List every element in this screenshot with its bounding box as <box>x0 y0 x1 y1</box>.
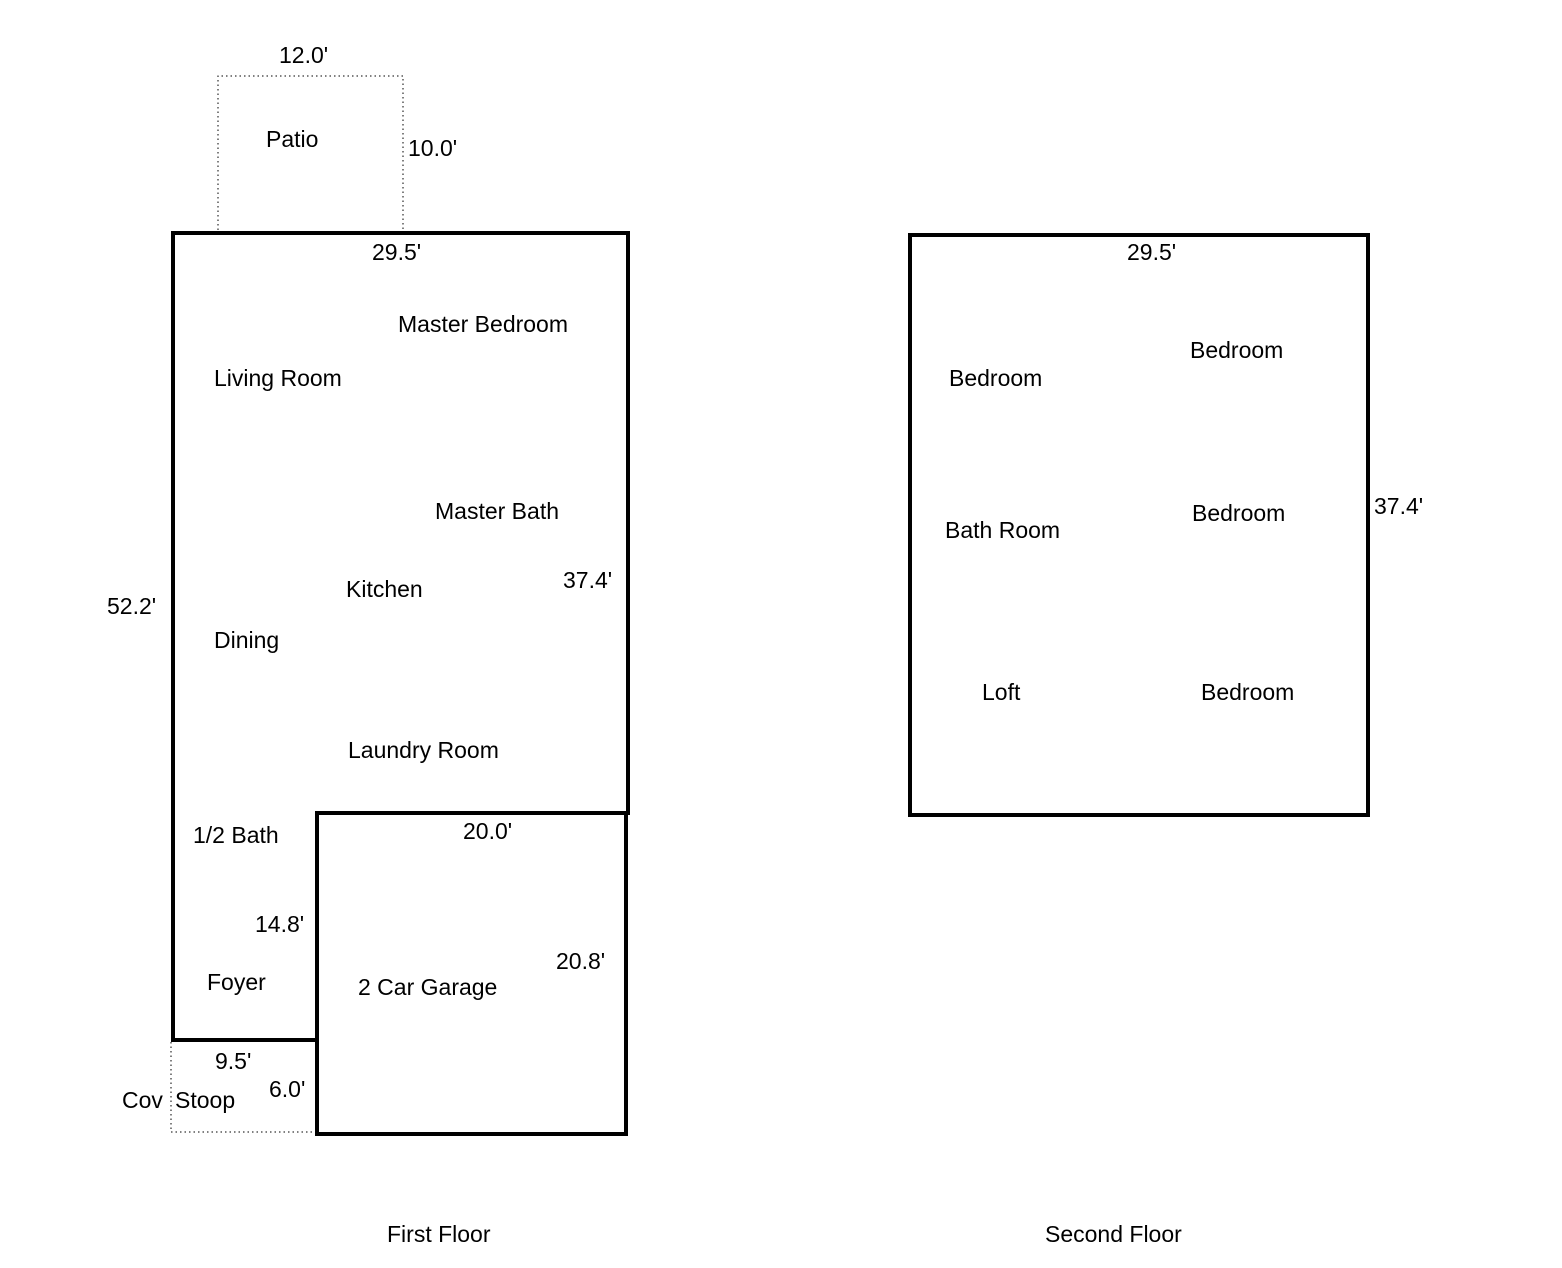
room-bedroom-right-bottom: Bedroom <box>1201 679 1294 705</box>
patio-outline <box>217 75 404 230</box>
room-half-bath: 1/2 Bath <box>193 822 279 848</box>
room-master-bath: Master Bath <box>435 498 559 524</box>
stoop-depth-label: 6.0' <box>269 1076 305 1102</box>
room-dining: Dining <box>214 627 279 653</box>
room-garage: 2 Car Garage <box>358 974 497 1000</box>
second-floor-height-label: 37.4' <box>1374 493 1423 519</box>
room-foyer: Foyer <box>207 969 266 995</box>
second-floor: 29.5' 37.4' Bedroom Bedroom Bath Room Be… <box>908 233 1423 1247</box>
room-bedroom-right-top: Bedroom <box>1190 337 1283 363</box>
stoop-label-stoop: Stoop <box>175 1087 235 1113</box>
garage-width-label: 20.0' <box>463 818 512 844</box>
room-bedroom-right-mid: Bedroom <box>1192 500 1285 526</box>
garage-wall <box>315 811 628 1136</box>
room-bath-room: Bath Room <box>945 517 1060 543</box>
first-floor-height-label: 52.2' <box>107 593 156 619</box>
first-floor-right-height-label: 37.4' <box>563 567 612 593</box>
room-living-room: Living Room <box>214 365 342 391</box>
first-floor: 12.0' Patio 10.0' 29.5' 52.2' 37.4' Mast… <box>107 42 630 1247</box>
room-kitchen: Kitchen <box>346 576 423 602</box>
second-floor-caption: Second Floor <box>1045 1221 1182 1247</box>
room-laundry-room: Laundry Room <box>348 737 499 763</box>
patio-width-label: 12.0' <box>279 42 328 68</box>
first-floor-caption: First Floor <box>387 1221 491 1247</box>
second-floor-wall <box>908 233 1370 817</box>
room-bedroom-left-top: Bedroom <box>949 365 1042 391</box>
second-floor-width-label: 29.5' <box>1127 239 1176 265</box>
room-loft: Loft <box>982 679 1021 705</box>
patio-depth-label: 10.0' <box>408 135 457 161</box>
first-floor-width-label: 29.5' <box>372 239 421 265</box>
stoop-outline <box>170 1042 317 1133</box>
foyer-height-label: 14.8' <box>255 911 304 937</box>
room-master-bedroom: Master Bedroom <box>398 311 568 337</box>
garage-height-label: 20.8' <box>556 948 605 974</box>
stoop-width-label: 9.5' <box>215 1048 251 1074</box>
patio-label: Patio <box>266 126 318 152</box>
stoop-label-cov: Cov <box>122 1087 163 1113</box>
